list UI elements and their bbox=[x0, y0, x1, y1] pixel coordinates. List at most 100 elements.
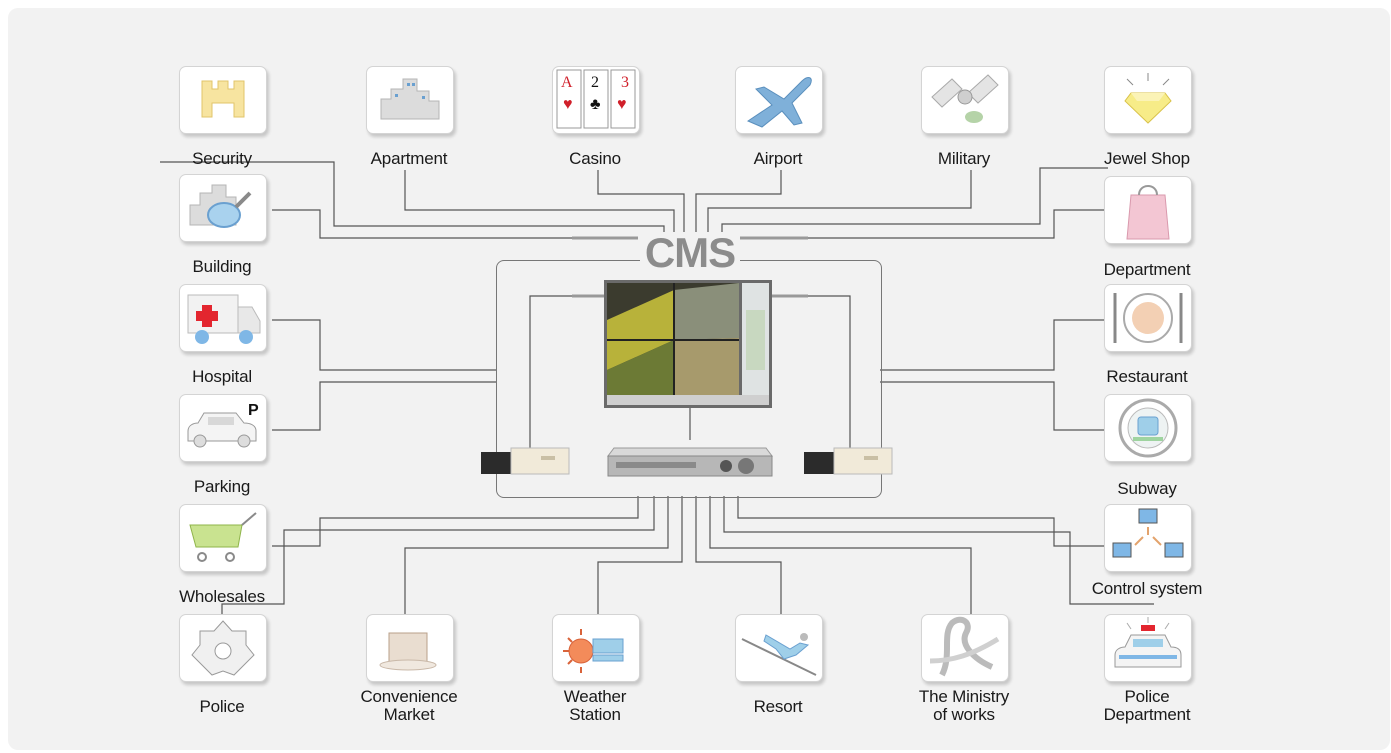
label-control-system: Control system bbox=[1091, 579, 1203, 598]
label-building: Building bbox=[192, 257, 252, 276]
label-department: Department bbox=[1103, 260, 1191, 279]
card-2-text: 2 bbox=[591, 74, 599, 91]
label-police-department: Police Department bbox=[1062, 688, 1232, 724]
shopping-cart-icon bbox=[189, 512, 257, 562]
skier-icon bbox=[741, 633, 817, 676]
department-tile bbox=[1104, 176, 1192, 244]
connector-jewel-shop bbox=[721, 167, 1108, 236]
connector-wholesales bbox=[272, 496, 639, 547]
label-apartment: Apartment bbox=[370, 149, 448, 168]
apartment-tile bbox=[366, 66, 454, 134]
camera-left-icon bbox=[481, 447, 570, 475]
label-ministry-of-works-line1: The Ministry bbox=[918, 687, 1010, 706]
airplane-icon bbox=[746, 77, 812, 128]
connector-subway bbox=[880, 381, 1108, 431]
casino-tile: A 2 3 ♥ ♣ ♥ bbox=[552, 66, 640, 134]
military-tile bbox=[921, 66, 1009, 134]
satellite-icon bbox=[931, 74, 999, 123]
ambulance-icon bbox=[187, 294, 261, 344]
cms-title: CMS bbox=[640, 232, 740, 274]
police-tile bbox=[179, 614, 267, 682]
label-police-department-line1: Police bbox=[1124, 687, 1170, 706]
dvr-icon bbox=[607, 447, 773, 477]
label-subway: Subway bbox=[1117, 479, 1177, 498]
card-3-text: 3 bbox=[621, 74, 629, 91]
subway-icon bbox=[1118, 398, 1178, 458]
weather-icon bbox=[563, 629, 624, 673]
label-restaurant: Restaurant bbox=[1106, 367, 1188, 386]
connector-weather-station bbox=[597, 496, 683, 614]
connector-lines bbox=[160, 161, 1154, 614]
label-police-department-line2: Department bbox=[1103, 705, 1191, 724]
building-tile bbox=[179, 174, 267, 242]
connector-police bbox=[221, 496, 655, 614]
shopping-bag-icon bbox=[1126, 185, 1170, 240]
connector-convenience-market bbox=[404, 496, 669, 614]
diamond-icon bbox=[1124, 73, 1172, 124]
building-icon bbox=[189, 184, 252, 228]
connector-building bbox=[272, 209, 612, 239]
parking-tile: P bbox=[179, 394, 267, 462]
plate-cutlery-icon bbox=[1113, 293, 1183, 343]
connector-apartment bbox=[404, 170, 675, 236]
subway-tile bbox=[1104, 394, 1192, 462]
road-interchange-icon bbox=[929, 616, 1000, 677]
diagram-canvas: CMS Sec bbox=[8, 8, 1390, 750]
connector-parking bbox=[272, 381, 496, 431]
wholesales-tile bbox=[179, 504, 267, 572]
hospital-tile bbox=[179, 284, 267, 352]
security-tile bbox=[179, 66, 267, 134]
apartment-icon bbox=[380, 78, 440, 120]
label-wholesales: Wholesales bbox=[179, 587, 265, 606]
connector-security bbox=[160, 161, 665, 236]
convenience-market-tile bbox=[366, 614, 454, 682]
connector-department bbox=[738, 209, 1108, 239]
restaurant-tile bbox=[1104, 284, 1192, 352]
store-icon bbox=[379, 632, 437, 671]
parking-car-icon: P bbox=[187, 402, 259, 448]
casino-icon: A 2 3 ♥ ♣ ♥ bbox=[556, 69, 636, 129]
connector-ministry-of-works bbox=[709, 496, 972, 614]
police-car-icon bbox=[1114, 617, 1182, 668]
label-jewel-shop: Jewel Shop bbox=[1104, 149, 1190, 168]
connector-police-department bbox=[723, 496, 1154, 605]
label-resort: Resort bbox=[753, 697, 803, 716]
label-weather-station-line1: Weather bbox=[563, 687, 627, 706]
camera-right-icon bbox=[804, 447, 893, 475]
label-airport: Airport bbox=[753, 149, 803, 168]
security-icon bbox=[201, 80, 245, 118]
network-computers-icon bbox=[1112, 508, 1184, 558]
label-weather-station: Weather Station bbox=[510, 688, 680, 724]
control-system-tile bbox=[1104, 504, 1192, 572]
connector-control-system bbox=[737, 496, 1108, 547]
label-security: Security bbox=[192, 149, 252, 168]
label-ministry-of-works-line2: of works bbox=[933, 705, 995, 724]
connector-resort bbox=[695, 496, 782, 614]
label-weather-station-line2: Station bbox=[569, 705, 621, 724]
svg-text:♥: ♥ bbox=[563, 96, 573, 113]
label-ministry-of-works: The Ministry of works bbox=[879, 688, 1049, 724]
svg-text:♣: ♣ bbox=[590, 96, 601, 113]
svg-text:♥: ♥ bbox=[617, 96, 627, 113]
airport-tile bbox=[735, 66, 823, 134]
weather-station-tile bbox=[552, 614, 640, 682]
connector-airport bbox=[695, 170, 782, 236]
label-police: Police bbox=[199, 697, 245, 716]
connector-restaurant bbox=[880, 319, 1108, 371]
monitor-icon bbox=[604, 280, 772, 408]
jewel-shop-tile bbox=[1104, 66, 1192, 134]
card-a-text: A bbox=[561, 74, 573, 91]
label-parking: Parking bbox=[193, 477, 251, 496]
resort-tile bbox=[735, 614, 823, 682]
label-casino: Casino bbox=[569, 149, 621, 168]
police-department-tile bbox=[1104, 614, 1192, 682]
label-hospital: Hospital bbox=[192, 367, 252, 386]
connector-casino bbox=[597, 170, 685, 236]
label-convenience-market-line1: Convenience bbox=[360, 687, 458, 706]
police-badge-icon bbox=[191, 620, 255, 676]
label-convenience-market: Convenience Market bbox=[324, 688, 494, 724]
connector-hospital bbox=[272, 319, 496, 371]
label-convenience-market-line2: Market bbox=[383, 705, 435, 724]
connector-military bbox=[707, 170, 972, 236]
ministry-of-works-tile bbox=[921, 614, 1009, 682]
